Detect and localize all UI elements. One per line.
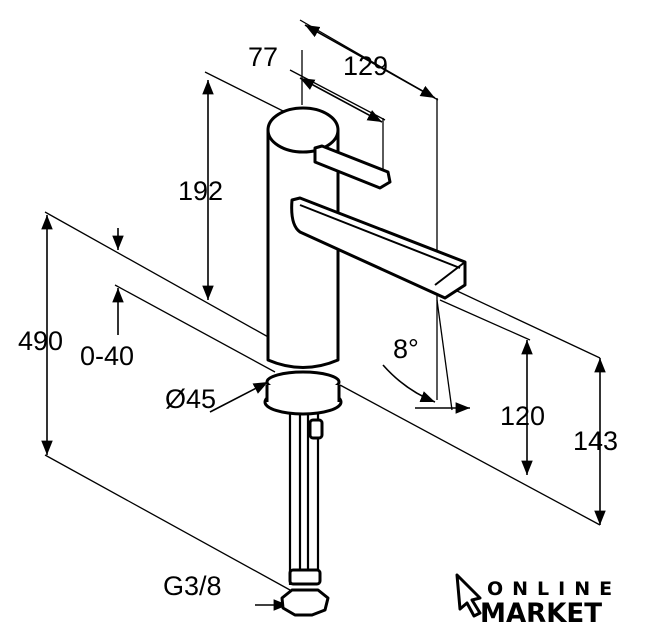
logo-line2: MARKET [480, 598, 603, 629]
dim-spout-angle: 8° [393, 334, 419, 364]
dim-body-height: 192 [178, 176, 223, 206]
faucet-body [263, 106, 467, 617]
online-market-logo: ONLINE MARKET [455, 573, 621, 629]
dim-total-height: 490 [18, 326, 63, 356]
logo-line1: ONLINE [487, 578, 621, 600]
dim-connection-thread: G3/8 [163, 571, 222, 601]
dim-spout-clearance: 120 [500, 401, 545, 431]
dimension-labels: 77 129 192 490 0-40 8° Ø45 120 143 G3/8 [18, 42, 618, 601]
dim-base-diameter: Ø45 [165, 384, 216, 414]
dim-spout-reach: 129 [343, 51, 388, 81]
dimension-lines [41, 24, 606, 611]
dim-worktop-thickness: 0-40 [80, 341, 134, 371]
cursor-icon [455, 573, 482, 618]
extension-lines [44, 19, 601, 591]
dim-lever-reach: 77 [248, 42, 278, 72]
dim-spout-height: 143 [573, 426, 618, 456]
